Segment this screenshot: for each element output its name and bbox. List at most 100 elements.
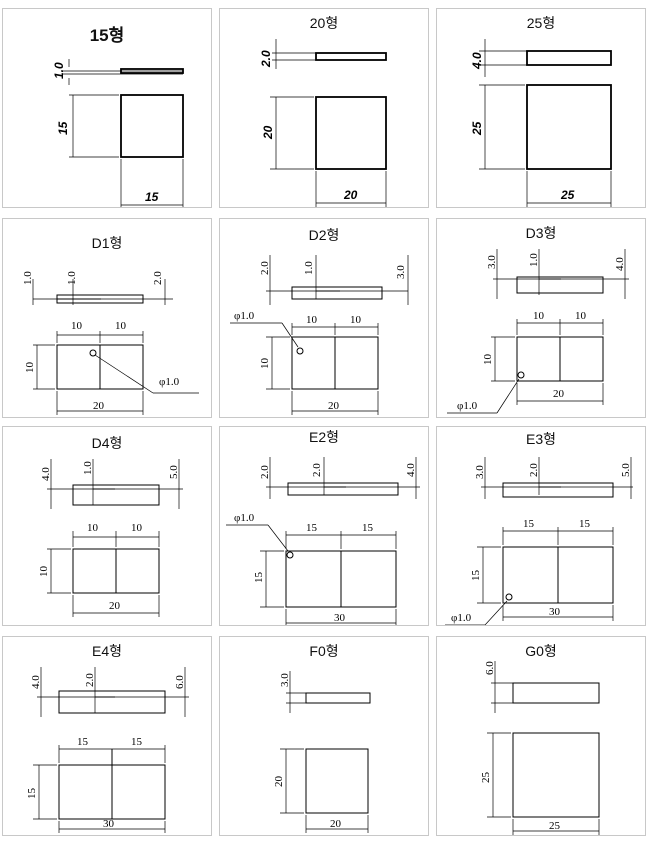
dim-t3: 2.0: [152, 271, 164, 285]
drawing-D2: 2.0 1.0 3.0 10 10 10 20 φ1.0: [230, 255, 409, 415]
drawing-F0: 3.0 20 20: [273, 671, 371, 833]
dim-thickness: 6.0: [484, 661, 496, 675]
dim-w1: 15: [523, 518, 535, 530]
cell-title: F0형: [309, 643, 339, 659]
cell-title: G0형: [525, 643, 557, 659]
cell-D3: D3형 3.0 1.0 4.0 10 10 10 20: [436, 218, 646, 418]
dim-bottom: 20: [330, 818, 342, 830]
dim-w1: 10: [87, 522, 99, 534]
dim-t1: 1.0: [22, 271, 34, 285]
dim-t3: 4.0: [614, 257, 626, 271]
cell-title: D4형: [91, 435, 123, 451]
dim-side: 25: [470, 121, 484, 136]
cell-D2: D2형 2.0 1.0 3.0 10 10 10 20: [219, 218, 429, 418]
drawing-25: 4.0 25 25: [470, 39, 612, 207]
dim-side: 20: [273, 776, 285, 788]
dim-bottom: 20: [93, 400, 105, 412]
drawing-E4: 4.0 2.0 6.0 15 15 15 30: [26, 667, 189, 833]
dim-t3: 4.0: [405, 463, 417, 477]
dim-side: 15: [470, 570, 482, 582]
dim-thickness: 2.0: [259, 50, 273, 68]
drawing-20: 2.0 20 20: [259, 39, 387, 207]
dim-bottom: 30: [103, 818, 115, 830]
dim-side: 15: [56, 121, 70, 135]
dim-side: 15: [26, 788, 38, 800]
dim-side: 10: [482, 354, 494, 366]
dim-t1: 3.0: [474, 465, 486, 479]
cell-title: 20형: [309, 15, 339, 31]
dim-t2: 2.0: [311, 463, 323, 477]
dim-w2: 10: [350, 314, 362, 326]
drawing-15: 1.0 15 15: [52, 59, 184, 207]
dim-t2: 1.0: [82, 461, 94, 475]
dim-bottom: 20: [328, 400, 340, 412]
cell-title: D1형: [91, 235, 123, 251]
dim-side: 20: [261, 125, 275, 140]
dim-bottom: 20: [553, 388, 565, 400]
cell-title: E3형: [525, 431, 556, 447]
dim-side: 25: [480, 772, 492, 784]
dim-bottom: 25: [560, 188, 575, 202]
cell-E3: E3형 3.0 2.0 5.0 15 15 15 30: [436, 426, 646, 626]
cell-title: 25형: [526, 15, 556, 31]
cell-title: 15형: [89, 26, 125, 45]
dim-w2: 15: [579, 518, 591, 530]
dim-thickness: 4.0: [470, 52, 484, 70]
cell-E4: E4형 4.0 2.0 6.0 15 15 15 30: [2, 636, 212, 836]
dim-w1: 10: [71, 320, 83, 332]
dim-w1: 10: [533, 310, 545, 322]
dim-w2: 15: [131, 736, 143, 748]
dim-bottom: 20: [109, 600, 121, 612]
dim-bottom: 30: [549, 606, 561, 618]
drawing-D4: 4.0 1.0 5.0 10 10 10 20: [38, 459, 183, 617]
dim-side: 10: [259, 358, 271, 370]
dim-t1: 4.0: [40, 467, 52, 481]
cell-25: 25형 4.0 25 25: [436, 8, 646, 208]
dim-t2: 1.0: [303, 261, 315, 275]
dim-t1: 4.0: [30, 675, 42, 689]
dim-t2: 2.0: [528, 463, 540, 477]
drawing-E2: 2.0 2.0 4.0 15 15 15 30 φ1.0: [226, 457, 420, 625]
dim-side: 10: [38, 566, 50, 578]
cell-D1: D1형 1.0 1.0 2.0 10 10 10 20: [2, 218, 212, 418]
dim-hole: φ1.0: [451, 612, 472, 624]
dim-w2: 10: [115, 320, 127, 332]
dim-bottom: 15: [145, 190, 159, 204]
cell-title: E2형: [308, 429, 339, 445]
dim-hole: φ1.0: [234, 512, 255, 524]
dim-t1: 3.0: [486, 255, 498, 269]
dim-w1: 15: [306, 522, 318, 534]
dim-t2: 1.0: [528, 253, 540, 267]
drawing-D3: 3.0 1.0 4.0 10 10 10 20 φ1.0: [447, 249, 629, 414]
dim-thickness: 1.0: [52, 62, 66, 79]
dim-side: 15: [253, 572, 265, 584]
dim-bottom: 20: [343, 188, 358, 202]
dim-w1: 10: [306, 314, 318, 326]
cell-D4: D4형 4.0 1.0 5.0 10 10 10 20: [2, 426, 212, 626]
dim-thickness: 3.0: [279, 673, 291, 687]
cell-title: D3형: [525, 225, 557, 241]
cell-E2: E2형 2.0 2.0 4.0 15 15 15 30: [219, 426, 429, 626]
dim-t3: 5.0: [620, 463, 632, 477]
dim-bottom: 25: [549, 820, 561, 832]
dim-t3: 3.0: [395, 265, 407, 279]
dim-hole: φ1.0: [457, 400, 478, 412]
dim-hole: φ1.0: [159, 376, 180, 388]
cell-title: E4형: [91, 643, 122, 659]
dim-t2: 1.0: [66, 271, 78, 285]
dim-t1: 2.0: [259, 465, 271, 479]
cell-G0: G0형 6.0 25 25: [436, 636, 646, 836]
dim-w2: 10: [131, 522, 143, 534]
dim-t3: 6.0: [174, 675, 186, 689]
dim-hole: φ1.0: [234, 310, 255, 322]
dim-w2: 10: [575, 310, 587, 322]
dim-bottom: 30: [334, 612, 346, 624]
drawing-D1: 1.0 1.0 2.0 10 10 10 20 φ1.0: [22, 271, 199, 415]
cell-20: 20형 2.0 20 20: [219, 8, 429, 208]
drawing-G0: 6.0 25 25: [480, 661, 600, 835]
dim-w1: 15: [77, 736, 89, 748]
cell-title: D2형: [308, 227, 340, 243]
dim-t3: 5.0: [168, 465, 180, 479]
dim-t2: 2.0: [84, 673, 96, 687]
